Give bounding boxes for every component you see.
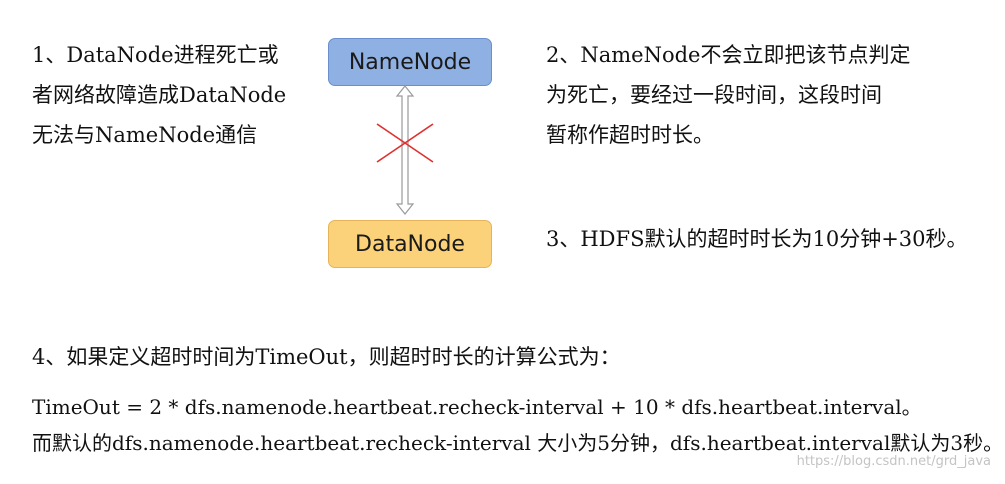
step-2-line-2: 为死亡，要经过一段时间，这段时间	[546, 83, 882, 107]
timeout-formula: TimeOut = 2 * dfs.namenode.heartbeat.rec…	[32, 395, 922, 419]
step-2-text: 2、NameNode不会立即把该节点判定 为死亡，要经过一段时间，这段时间 暂称…	[546, 35, 910, 155]
step-2-line-1: 2、NameNode不会立即把该节点判定	[546, 43, 911, 67]
double-arrow-icon	[395, 85, 415, 215]
namenode-box: NameNode	[328, 38, 492, 86]
step-1-line-2: 者网络故障造成DataNode	[32, 83, 287, 107]
watermark-text: https://blog.csdn.net/grd_java	[796, 454, 991, 469]
step-1-text: 1、DataNode进程死亡或 者网络故障造成DataNode 无法与NameN…	[32, 35, 286, 155]
broken-connection-arrow	[376, 85, 434, 215]
step-3-text: 3、HDFS默认的超时时长为10分钟+30秒。	[546, 227, 968, 251]
cross-icon	[376, 123, 434, 163]
step-1-line-3: 无法与NameNode通信	[32, 123, 258, 147]
step-1-line-1: 1、DataNode进程死亡或	[32, 43, 279, 67]
step-2-line-3: 暂称作超时时长。	[546, 123, 714, 147]
step-4-text: 4、如果定义超时时间为TimeOut，则超时时长的计算公式为：	[32, 345, 621, 369]
datanode-box: DataNode	[328, 220, 492, 268]
default-values-text: 而默认的dfs.namenode.heartbeat.recheck-inter…	[32, 431, 1004, 455]
